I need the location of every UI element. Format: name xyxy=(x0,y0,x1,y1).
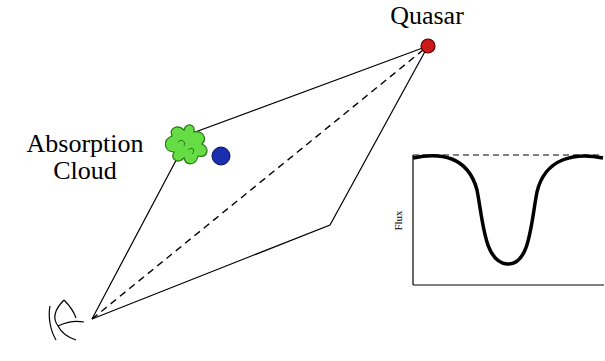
light-path xyxy=(92,46,428,319)
observer-eye xyxy=(55,300,84,340)
x-axis xyxy=(413,284,604,285)
observer-eye xyxy=(49,306,56,340)
absorption-line-curve xyxy=(413,156,603,264)
absorption-cloud xyxy=(165,125,207,164)
axis-label: Flux xyxy=(392,190,405,250)
galaxy-dot xyxy=(212,147,230,165)
light-path xyxy=(92,46,428,319)
quasar-dot xyxy=(421,39,435,53)
y-axis xyxy=(412,155,413,285)
object-label: Quasar xyxy=(357,1,497,31)
object-label: Absorption Cloud xyxy=(0,130,170,184)
line-of-sight xyxy=(92,46,428,319)
cloud-detail xyxy=(178,140,194,154)
